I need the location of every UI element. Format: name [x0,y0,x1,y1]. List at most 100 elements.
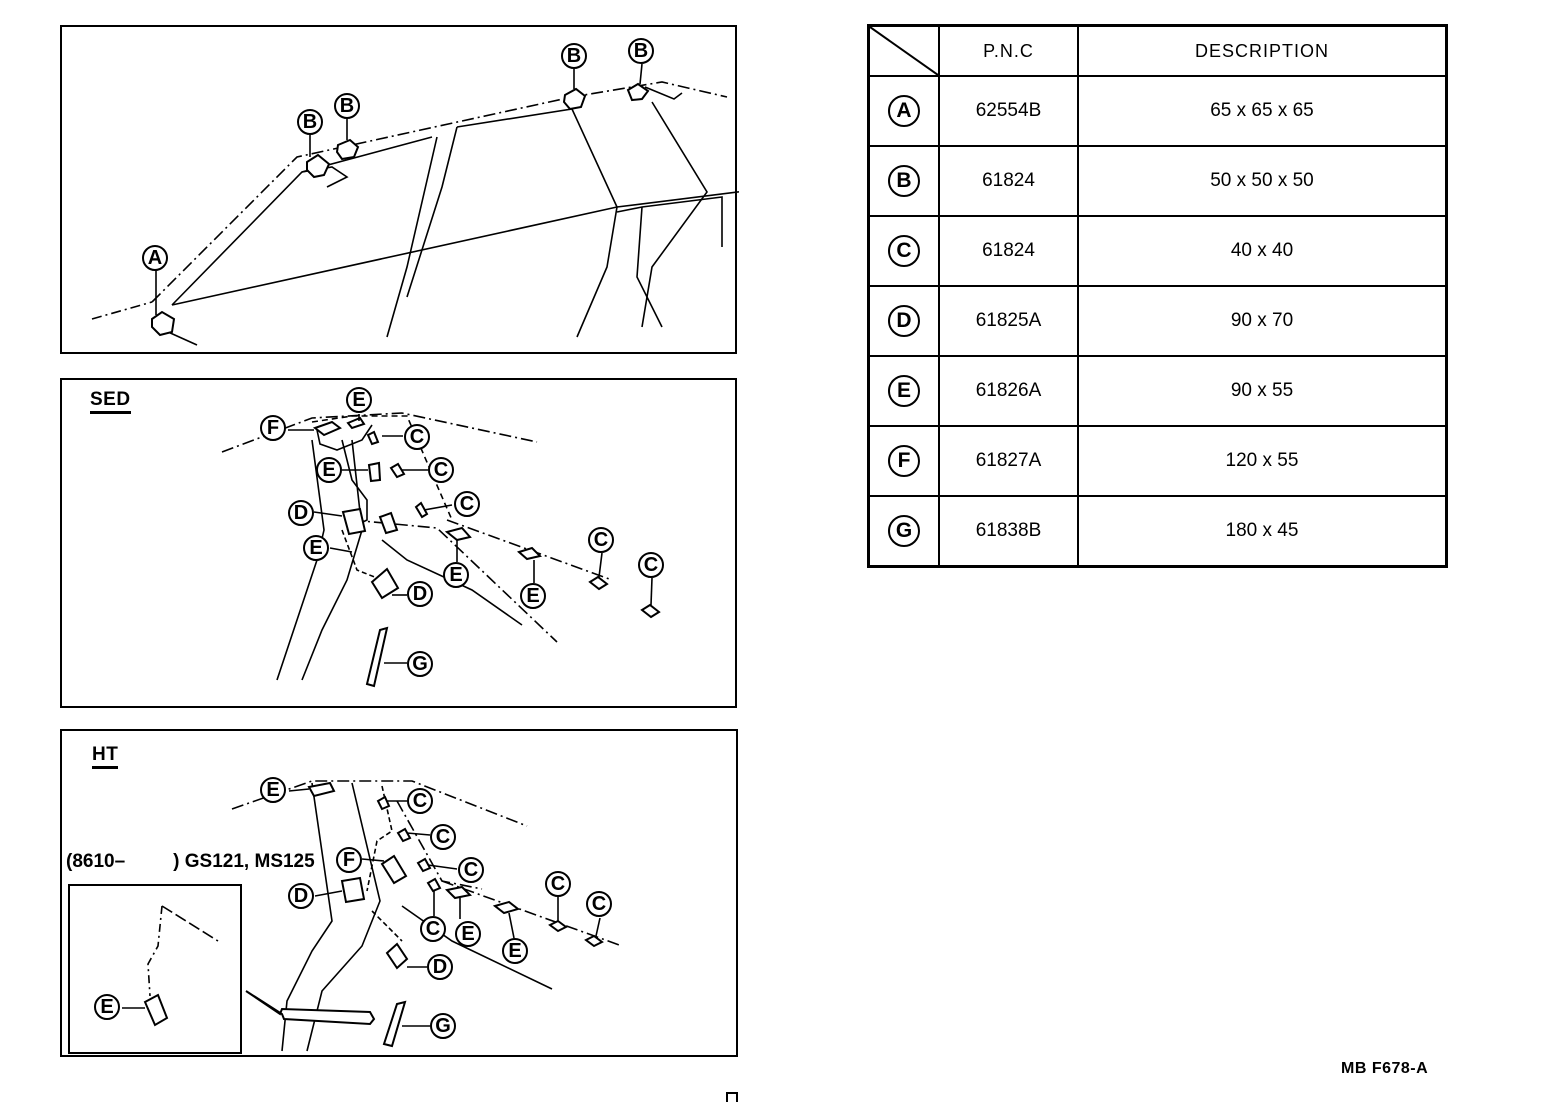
pointer-arrow [245,990,376,1026]
key-c: C [888,235,920,267]
pad-f [380,854,408,885]
pad-e [516,546,542,561]
pad-c [376,795,391,811]
table-row: A 62554B 65 x 65 x 65 [867,75,1448,147]
clip-b-1 [306,153,331,179]
pad-c [389,462,406,479]
pnc-cell: 61825A [938,285,1079,357]
sedan-pillar-drawing [221,412,661,688]
pad-c [588,575,609,591]
callout-c: C [430,824,456,850]
sedan-label: SED [90,390,131,414]
callout-d: D [288,883,314,909]
description-cell: 90 x 55 [1077,355,1448,427]
table-row: B 61824 50 x 50 x 50 [867,145,1448,217]
description-cell: 50 x 50 x 50 [1077,145,1448,217]
key-d: D [888,305,920,337]
description-cell: 180 x 45 [1077,495,1448,568]
pad-c [396,827,412,843]
callout-c: C [420,916,446,942]
pad-c [640,603,661,619]
callout-e: E [443,562,469,588]
pnc-cell: 61838B [938,495,1079,568]
callout-a: A [142,245,168,271]
clip-b-3 [562,87,587,111]
callout-g: G [407,651,433,677]
pad-g [382,1000,407,1048]
pad-e [307,781,336,798]
callout-e: E [502,938,528,964]
hardtop-pillar-drawing [231,780,623,1052]
pad-e [378,511,399,535]
table-row: G 61838B 180 x 45 [867,495,1448,568]
callout-c: C [407,788,433,814]
pnc-cell: 61826A [938,355,1079,427]
callout-d: D [427,954,453,980]
inset-drawing [122,905,219,1027]
hardtop-label: HT [92,745,119,769]
callout-b: B [297,109,323,135]
callout-c: C [454,491,480,517]
callout-e: E [346,387,372,413]
pad-d [341,507,367,536]
roof-rail-panel: A B B B B [60,25,739,354]
key-a: A [888,95,920,127]
hardtop-panel: HT (8610– ) GS121, MS125 [60,729,738,1057]
variant-note-suffix: ) GS121, MS125 [173,851,315,872]
drawing-code: MB F678-A [1341,1060,1429,1077]
callout-b: B [628,38,654,64]
description-cell: 90 x 70 [1077,285,1448,357]
pad-g [365,626,389,688]
callout-d: D [288,500,314,526]
pnc-cell: 61824 [938,215,1079,287]
pad-e [444,885,473,900]
callout-c: C [545,871,571,897]
pad-e [346,416,366,430]
pad-c [548,919,568,933]
callout-c: C [586,891,612,917]
callout-b: B [561,43,587,69]
pad-c [416,857,432,873]
callout-b: B [334,93,360,119]
inset-box: E [68,884,242,1054]
pad-c [366,430,380,446]
callout-c: C [428,457,454,483]
pad-d [370,567,400,600]
roof-rail-drawing [91,63,739,346]
header-diagonal [870,27,938,75]
pad-d [385,942,409,970]
description-cell: 120 x 55 [1077,425,1448,497]
pad-d [340,876,366,904]
callout-e: E [316,457,342,483]
key-b: B [888,165,920,197]
table-row: F 61827A 120 x 55 [867,425,1448,497]
pad-c [414,501,429,519]
callout-e: E [94,994,120,1020]
key-f: F [888,445,920,477]
variant-note-prefix: (8610– [66,851,126,872]
callout-c: C [404,424,430,450]
callout-e: E [303,535,329,561]
table-header-row: P.N.C DESCRIPTION [867,24,1448,77]
pnc-cell: 61824 [938,145,1079,217]
key-e: E [888,375,920,407]
clip-b-4 [626,82,650,102]
header-diagonal-cell [867,24,940,77]
header-description: DESCRIPTION [1077,24,1448,77]
parts-table: P.N.C DESCRIPTION A 62554B 65 x 65 x 65 … [867,24,1448,568]
pad-c [584,934,604,948]
callout-f: F [260,415,286,441]
callout-c: C [458,857,484,883]
pad-e [492,900,521,915]
pad-e [367,461,382,483]
callout-f: F [336,847,362,873]
pad-f [312,420,342,437]
table-row: D 61825A 90 x 70 [867,285,1448,357]
clip-a [151,310,176,337]
description-cell: 40 x 40 [1077,215,1448,287]
pad-c [426,877,442,893]
callout-g: G [430,1013,456,1039]
callout-d: D [407,581,433,607]
table-row: E 61826A 90 x 55 [867,355,1448,427]
clip-b-2 [335,138,360,161]
